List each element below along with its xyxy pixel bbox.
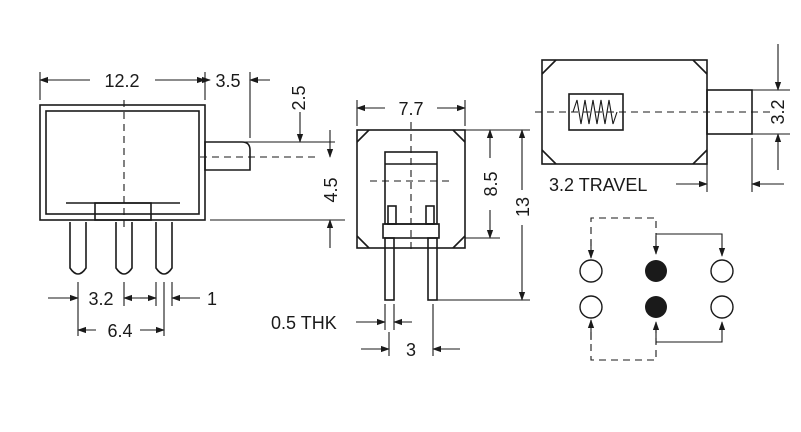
dim-pin-thickness: 0.5 THK (271, 313, 337, 333)
contact-schematic (579, 217, 734, 361)
dim-front-body-height: 8.5 (481, 171, 501, 196)
front-pin-left (384, 237, 395, 301)
dim-side-top-offset: 2.5 (289, 85, 309, 110)
contact-top-3 (710, 259, 734, 283)
dim-pin-offset: 1 (207, 289, 217, 309)
top-view: 3.2 3.2 TRAVEL (535, 44, 790, 195)
side-actuator (204, 141, 251, 171)
contact-bottom-3 (710, 295, 734, 319)
schematic-solid-top (656, 233, 726, 257)
side-pins (69, 222, 173, 275)
dim-pin-pitch-small: 3.2 (88, 289, 113, 309)
dim-pin-pitch-total: 6.4 (107, 321, 132, 341)
schematic-dashed-top (590, 217, 657, 258)
front-view: 7.7 8.5 13 0.5 THK 3 (271, 99, 533, 360)
schematic-dashed-bottom (590, 320, 657, 361)
schematic-solid-bottom (656, 321, 726, 343)
dim-travel: 3.2 TRAVEL (549, 175, 647, 195)
dim-top-actuator-width: 3.2 (768, 99, 788, 124)
contact-bottom-1 (579, 295, 603, 319)
schematic-contacts (579, 259, 734, 319)
contact-bottom-2 (645, 296, 667, 318)
dim-front-total-height: 13 (513, 197, 533, 217)
dim-side-actuator: 3.5 (215, 71, 240, 91)
front-pin-right (427, 237, 438, 301)
contact-top-2 (645, 260, 667, 282)
dim-side-height: 4.5 (321, 177, 341, 202)
contact-top-1 (579, 259, 603, 283)
dim-pin-spacing: 3 (406, 340, 416, 360)
side-body-inner (45, 110, 200, 215)
side-view: 12.2 3.5 2.5 4.5 3.2 1 6.4 (39, 71, 345, 341)
dim-front-width: 7.7 (398, 99, 423, 119)
side-base (94, 202, 152, 221)
dim-side-width: 12.2 (104, 71, 139, 91)
